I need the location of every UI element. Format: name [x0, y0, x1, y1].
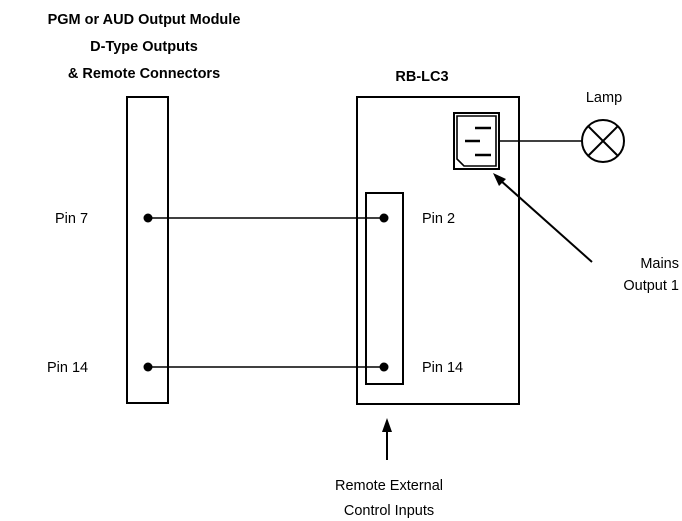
pin-dot-left-bottom: [143, 362, 153, 372]
lamp-label: Lamp: [586, 90, 622, 106]
module-connector-bar: [126, 96, 169, 404]
pin-dot-right-bottom: [379, 362, 389, 372]
device-box: [356, 96, 520, 405]
remote-arrow: [382, 418, 392, 460]
mains-socket: [453, 112, 500, 170]
remote-input-connector: [365, 192, 404, 385]
pin-dot-left-top: [143, 213, 153, 223]
pin-label-right-bottom: Pin 14: [422, 360, 463, 376]
lamp-icon: [581, 119, 625, 163]
remote-label-line-2: Control Inputs: [344, 503, 434, 519]
mains-label-line-2: Output 1: [623, 278, 679, 294]
mains-arrow: [493, 173, 593, 263]
module-title-line-2: D-Type Outputs: [90, 39, 198, 55]
mains-label-line-1: Mains: [640, 256, 679, 272]
module-title-line-1: PGM or AUD Output Module: [48, 12, 241, 28]
pin-label-left-bottom: Pin 14: [47, 360, 88, 376]
remote-label-line-1: Remote External: [335, 478, 443, 494]
module-title-line-3: & Remote Connectors: [68, 66, 220, 82]
pin-label-right-top: Pin 2: [422, 211, 455, 227]
pin-dot-right-top: [379, 213, 389, 223]
pin-label-left-top: Pin 7: [55, 211, 88, 227]
device-title: RB-LC3: [395, 69, 448, 85]
